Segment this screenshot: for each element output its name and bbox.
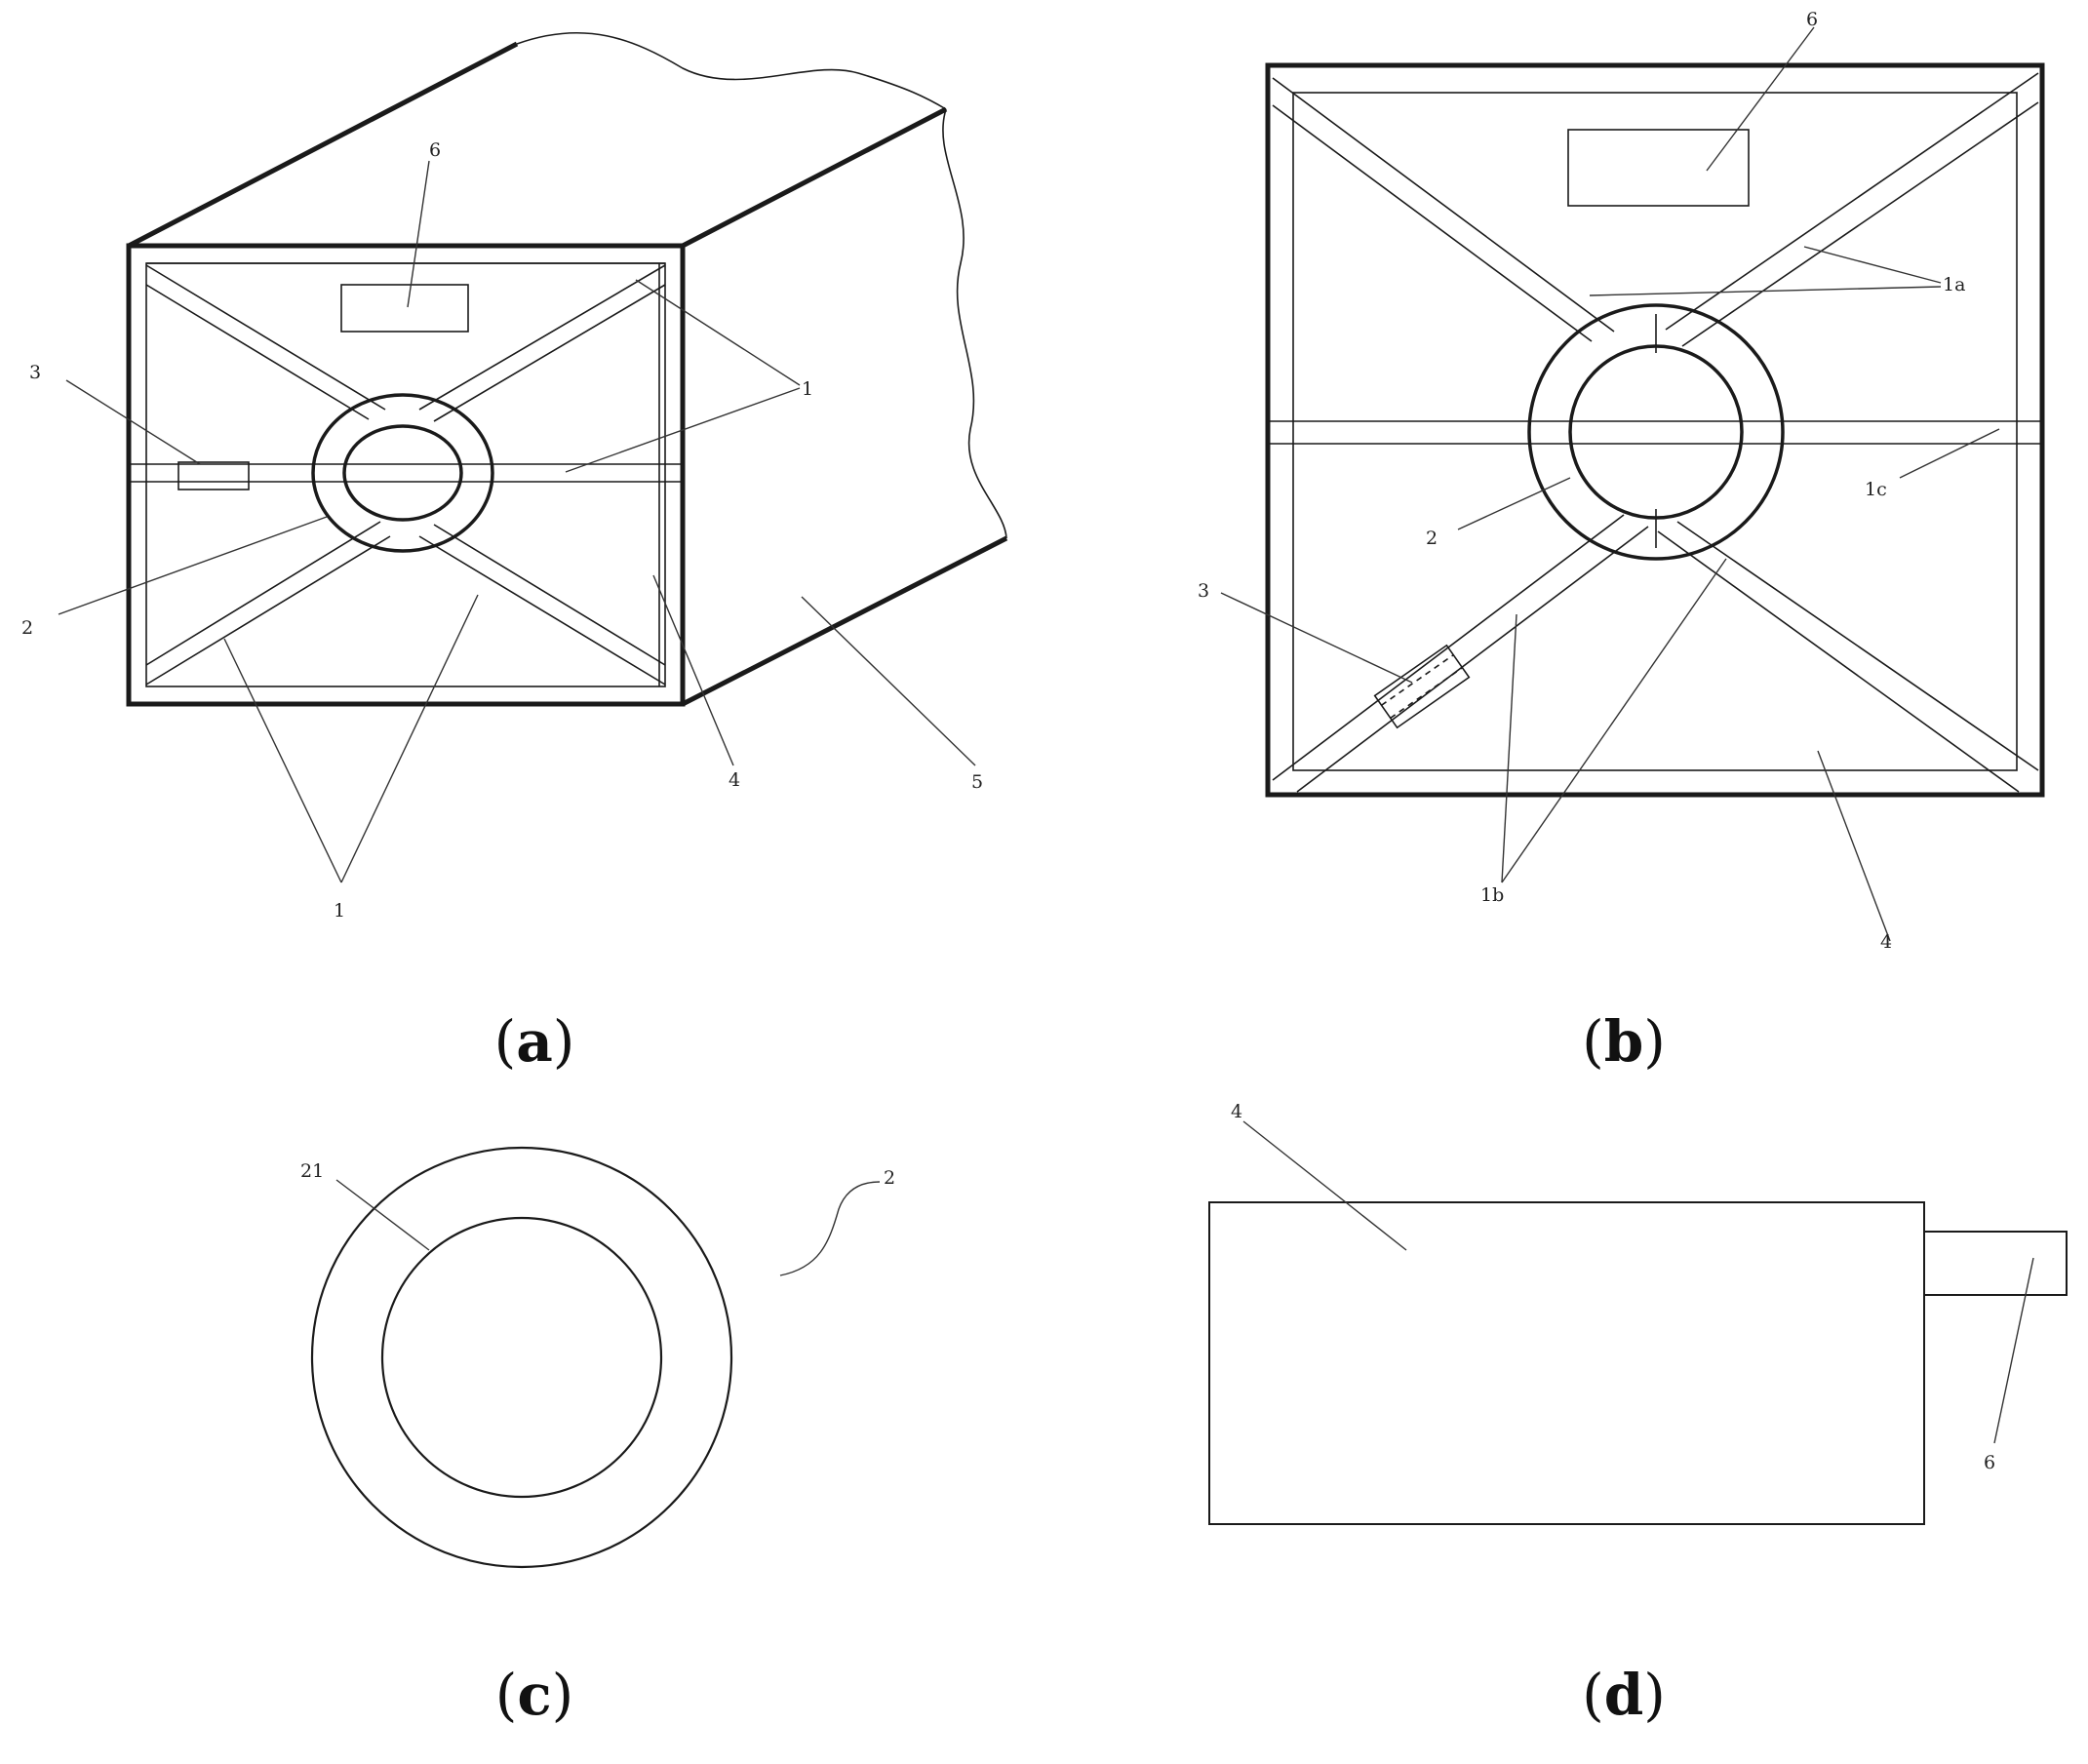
label-b-6: 6 (1806, 9, 1818, 30)
panel-a: 6 1 3 2 4 5 1 (a) (21, 31, 1008, 1075)
sensor-a (177, 461, 250, 490)
ring-c-inner (380, 1216, 663, 1499)
box-d (1923, 1231, 2068, 1296)
caption-c: (c) (495, 1662, 574, 1728)
frame-b (1265, 62, 2045, 798)
sensor-b (1373, 644, 1471, 729)
rods-b (1268, 72, 2042, 793)
panel-b: 6 1a 1c 2 3 1b 4 (b) (1198, 9, 2045, 1075)
horizontal-rod (129, 463, 683, 483)
panel-c: 21 2 (c) (300, 1146, 895, 1728)
label-c-21: 21 (300, 1160, 324, 1182)
label-a-2: 2 (21, 617, 33, 639)
label-a-5: 5 (971, 771, 983, 793)
caption-d: (d) (1582, 1662, 1666, 1728)
ring-a (311, 393, 494, 553)
label-b-4: 4 (1880, 931, 1892, 953)
label-b-2: 2 (1426, 528, 1438, 549)
label-b-1b: 1b (1480, 884, 1504, 906)
box-a (340, 284, 469, 333)
label-a-1-top: 1 (802, 378, 813, 400)
label-c-2: 2 (884, 1167, 895, 1189)
leaders-a (58, 160, 976, 883)
label-a-1-bottom: 1 (334, 900, 345, 921)
label-d-4: 4 (1231, 1101, 1242, 1122)
plate-d (1208, 1201, 1925, 1525)
label-a-6: 6 (429, 139, 441, 161)
caption-b: (b) (1582, 1008, 1666, 1075)
diagonal-rods (145, 264, 666, 686)
ring-b (1527, 303, 1785, 561)
label-b-3: 3 (1198, 580, 1209, 602)
label-a-3: 3 (29, 362, 41, 383)
panel-d: 4 6 (d) (1208, 1101, 2068, 1728)
ring-c-outer (310, 1146, 733, 1569)
label-b-1c: 1c (1865, 479, 1887, 500)
label-b-1a: 1a (1943, 274, 1965, 295)
front-frame (126, 243, 686, 707)
duct-body (127, 31, 1008, 707)
caption-a: (a) (494, 1008, 575, 1075)
label-a-4: 4 (729, 769, 740, 791)
box-b (1567, 129, 1750, 207)
label-d-6: 6 (1984, 1452, 1995, 1473)
leaders-b (1220, 26, 2000, 942)
